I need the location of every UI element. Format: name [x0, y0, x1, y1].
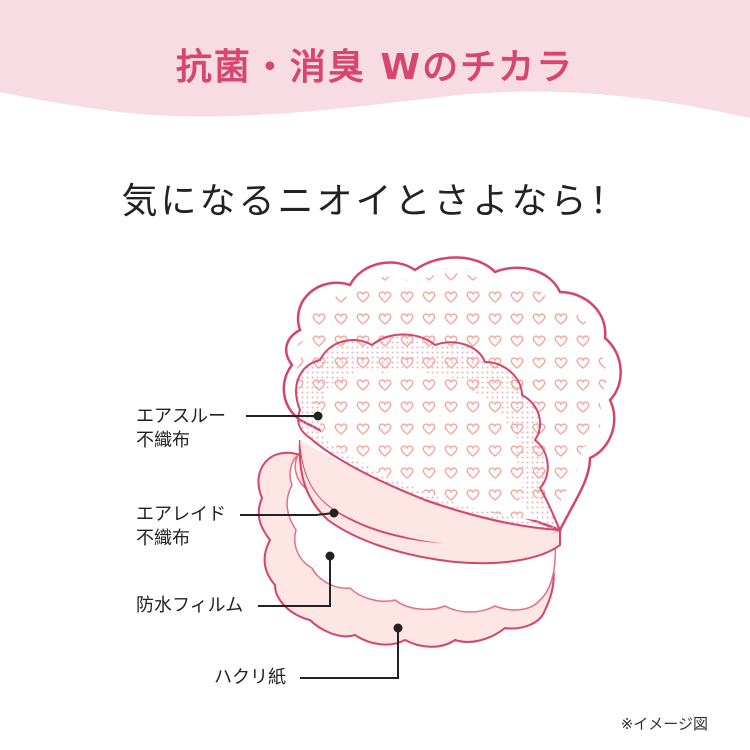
- label-air-through: エアスルー 不織布: [136, 406, 226, 451]
- headline: 抗菌・消臭 Wのチカラ: [175, 47, 575, 88]
- subheadline: 気になるニオイとさよなら！: [121, 181, 629, 222]
- airlaid-nonwoven-layer: [298, 439, 561, 565]
- image-note: ※イメージ図: [620, 715, 708, 733]
- header-band: [0, 0, 750, 118]
- label-airlaid: エアレイド 不織布: [136, 504, 226, 549]
- label-hakuri: ハクリ紙: [214, 667, 286, 688]
- label-film: 防水フィルム: [136, 595, 244, 616]
